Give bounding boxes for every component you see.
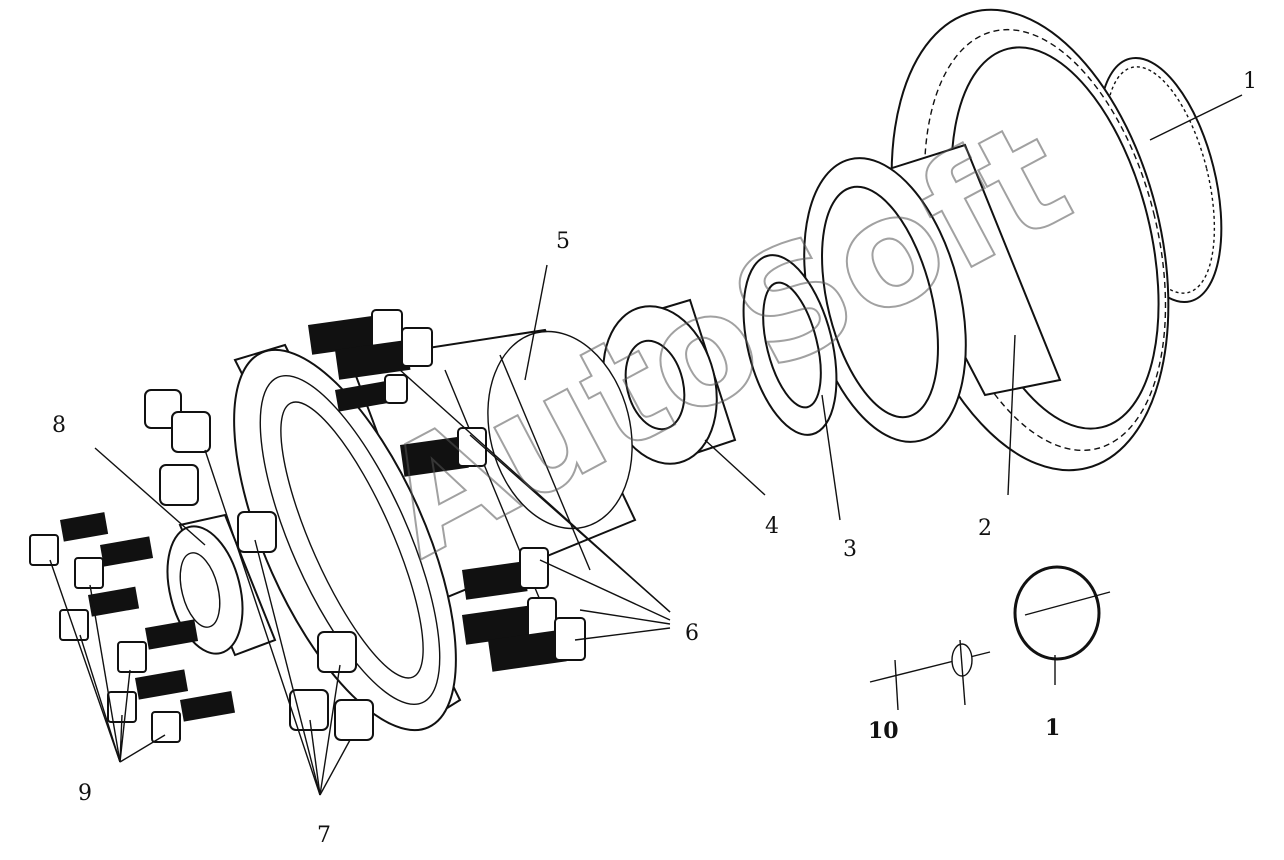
callout-4: 4 (765, 514, 779, 539)
callout-10: 10 (868, 718, 899, 744)
callout-5: 5 (556, 229, 570, 254)
callout-3: 3 (843, 537, 857, 562)
bolt (29, 512, 109, 566)
bolt (59, 586, 140, 641)
part-1-ring (1013, 565, 1111, 685)
callout-6: 6 (685, 621, 699, 646)
bolt (151, 690, 236, 743)
part-3-washer (742, 254, 838, 436)
leader-lines (49, 94, 1243, 796)
bolt (74, 536, 154, 589)
part-7-nuts (144, 389, 374, 741)
callout-1-bottom: 1 (1045, 715, 1060, 741)
part-9-bolts (29, 512, 236, 743)
bolt (117, 619, 199, 673)
part-10-screw (869, 639, 991, 711)
stud (400, 427, 487, 477)
callout-1-top: 1 (1243, 69, 1257, 94)
stud (462, 547, 549, 600)
callout-8: 8 (52, 413, 66, 438)
part-6-studs (308, 309, 586, 672)
part-2-brake-disc (803, 8, 1170, 472)
callout-9: 9 (78, 781, 92, 806)
stud (334, 327, 433, 380)
callout-7: 7 (317, 823, 331, 848)
callout-2: 2 (978, 516, 992, 541)
part-4-bearing (602, 298, 737, 465)
stud (335, 374, 408, 412)
hub-flange (233, 343, 462, 732)
